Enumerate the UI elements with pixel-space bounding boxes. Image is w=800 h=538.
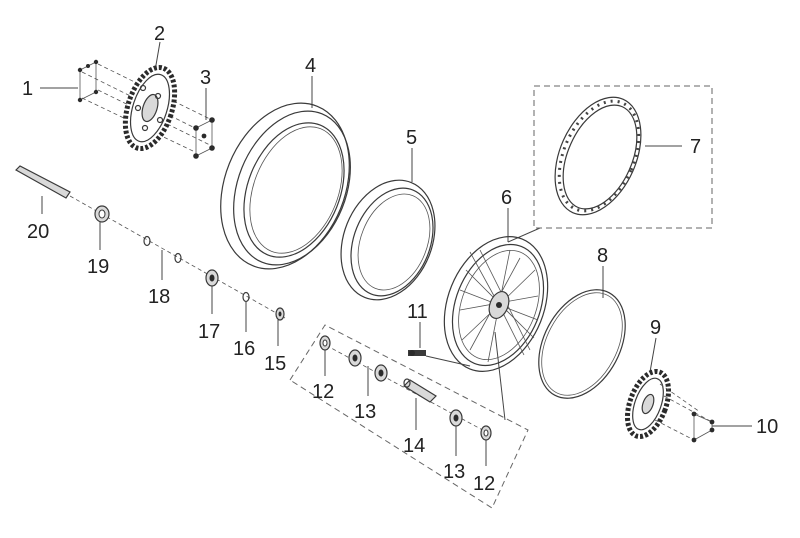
callout-20: 20 bbox=[27, 221, 49, 243]
callout-11: 11 bbox=[407, 301, 428, 323]
part-2-rear-sprocket bbox=[122, 41, 178, 152]
part-3-sprocket-nuts bbox=[193, 88, 215, 159]
part-5-inner-tube bbox=[340, 148, 436, 301]
part-13-bearing bbox=[348, 349, 463, 456]
part-20-axle bbox=[15, 165, 71, 214]
part-10-disc-bolts bbox=[691, 411, 752, 443]
callout-6: 6 bbox=[501, 187, 512, 209]
callout-9: 9 bbox=[650, 317, 661, 339]
callout-10: 10 bbox=[756, 416, 778, 438]
part-18-washers bbox=[143, 235, 182, 280]
part-9-brake-disc bbox=[624, 337, 713, 441]
callout-13-right: 13 bbox=[443, 461, 465, 483]
part-19-collar bbox=[94, 205, 110, 250]
callout-8: 8 bbox=[597, 245, 608, 267]
callout-16: 16 bbox=[233, 338, 255, 360]
callout-2: 2 bbox=[154, 23, 165, 45]
part-4-tire bbox=[220, 76, 351, 270]
callout-3: 3 bbox=[200, 67, 211, 89]
part-15-axle-nut bbox=[275, 307, 285, 346]
callout-14: 14 bbox=[403, 435, 425, 457]
part-16-washer bbox=[242, 291, 250, 332]
callout-17: 17 bbox=[198, 321, 220, 343]
part-8-rim-band bbox=[538, 266, 626, 399]
callout-19: 19 bbox=[87, 256, 109, 278]
callout-1: 1 bbox=[22, 78, 33, 100]
part-12-hub-seal bbox=[319, 335, 492, 466]
part-7-rim bbox=[533, 85, 713, 229]
part-14-spacer bbox=[403, 378, 437, 430]
callout-15: 15 bbox=[264, 353, 286, 375]
part-11-valve bbox=[408, 322, 471, 367]
callout-18: 18 bbox=[148, 286, 170, 308]
part-6-spoked-wheel bbox=[443, 208, 549, 421]
callout-7: 7 bbox=[690, 136, 701, 158]
callout-4: 4 bbox=[305, 55, 316, 77]
callout-13-left: 13 bbox=[354, 401, 376, 423]
part-17-bearing bbox=[205, 269, 219, 314]
callout-12-left: 12 bbox=[312, 381, 334, 403]
callout-5: 5 bbox=[406, 127, 417, 149]
callout-12-right: 12 bbox=[473, 473, 495, 495]
